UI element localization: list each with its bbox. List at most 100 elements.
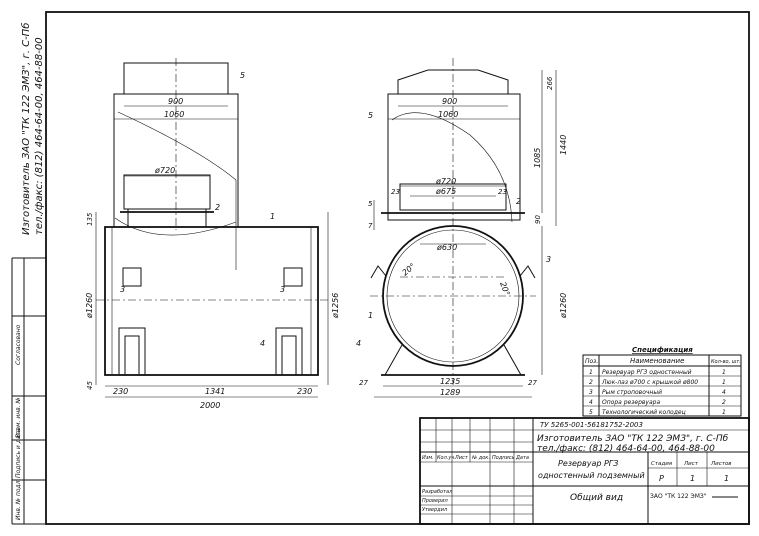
- front-callout: 5: [240, 71, 245, 80]
- spec-row-qty: 2: [722, 399, 726, 406]
- tb-header: Дата: [515, 455, 529, 461]
- side-dim-7: 7: [368, 222, 373, 230]
- tb-product-line1: Резервуар РГЗ: [558, 459, 618, 468]
- spec-col-name: Наименование: [630, 357, 684, 365]
- support-right-front: [275, 327, 303, 376]
- inv-replace-label: Взам. инв. №: [15, 397, 22, 438]
- spec-row-name: Технологический колодец: [602, 409, 686, 416]
- side-dim-1440: 1440: [559, 135, 568, 155]
- side-callout: 2: [516, 197, 521, 206]
- tb-maker-line1: Изготовитель ЗАО "ТК 122 ЭМЗ", г. С-Пб: [537, 434, 729, 444]
- spec-row-pos: 4: [589, 399, 593, 406]
- sheet-frame: [45, 11, 750, 525]
- title-block: ТУ 5265-001-56181752-2003 Изготовитель З…: [419, 417, 750, 525]
- front-dim-1341: 1341: [205, 387, 225, 396]
- tb-header: Подпись: [492, 455, 515, 461]
- front-dim-230-right: 230: [297, 387, 312, 396]
- side-callout: 5: [368, 111, 373, 120]
- side-dim-27-left: 27: [359, 379, 368, 387]
- front-callout: 3: [280, 285, 285, 294]
- spec-title: Спецификация: [632, 346, 693, 354]
- tb-company: ЗАО "ТК 122 ЭМЗ": [650, 493, 707, 500]
- front-dim-2000: 2000: [200, 401, 220, 410]
- tb-stage-label: Стадия: [651, 461, 673, 467]
- spec-row-name: Резервуар РГЗ одностенный: [602, 369, 692, 376]
- tb-sheet-label: Лист: [683, 461, 699, 467]
- tb-role: Проверил: [422, 498, 448, 504]
- side-dim-23-right: 23: [498, 188, 507, 196]
- side-angle-left: 20°: [401, 262, 418, 278]
- side-dim-1289: 1289: [440, 388, 460, 397]
- spec-row-pos: 2: [589, 379, 593, 386]
- front-dim-135: 135: [86, 212, 94, 226]
- tank-body-front: [104, 226, 319, 376]
- well-roof-side: [397, 69, 509, 94]
- side-dim-1060: 1060: [438, 110, 458, 119]
- front-dim-230-left: 230: [113, 387, 128, 396]
- front-view: 900 1060 ø720 135 ø1260 ø1256 45 230 134…: [85, 58, 340, 410]
- side-dim-675: ø675: [435, 187, 456, 196]
- support-side: [384, 344, 522, 376]
- tb-role: Утвердил: [422, 507, 448, 513]
- side-dim-900: 900: [442, 97, 457, 106]
- tb-role: Разработал: [422, 489, 453, 495]
- side-dim-630: ø630: [436, 243, 457, 252]
- front-dim-900: 900: [168, 97, 183, 106]
- tb-header: Лист: [454, 455, 469, 461]
- front-dim-1256: ø1256: [331, 293, 340, 319]
- side-angle-right: 20°: [498, 281, 511, 297]
- spec-row-name: Рым строповочный: [602, 389, 662, 396]
- manufacturer-vertical-line1: Изготовитель ЗАО "ТК 122 ЭМЗ", г. С-Пб: [20, 23, 32, 235]
- front-dim-45: 45: [86, 381, 94, 390]
- spec-row-qty: 1: [722, 379, 726, 386]
- tb-view-name: Общий вид: [570, 493, 623, 503]
- tb-sheets-label: Листов: [710, 461, 732, 467]
- side-callout: 3: [546, 255, 551, 264]
- side-dim-1235: 1235: [440, 377, 460, 386]
- tb-stage: Р: [659, 474, 664, 483]
- tb-sheet: 1: [690, 474, 695, 483]
- tb-product-line2: одностенный подземный: [538, 471, 645, 480]
- spec-row-pos: 5: [589, 409, 593, 416]
- spec-row-pos: 1: [589, 369, 593, 376]
- side-dim-5: 5: [368, 200, 373, 208]
- spec-col-qty: Кол-во, шт.: [711, 359, 741, 365]
- spec-row-name: Опора резервуара: [602, 399, 660, 406]
- support-left-front: [118, 327, 146, 376]
- front-dim-720: ø720: [154, 166, 175, 175]
- hatch-front: [123, 174, 211, 210]
- inv-orig-label: Инв. № подл.: [15, 479, 22, 520]
- approved-label: Согласовано: [15, 324, 22, 365]
- spec-row-qty: 1: [722, 409, 726, 416]
- front-callout: 3: [120, 285, 125, 294]
- side-dim-27-right: 27: [528, 379, 537, 387]
- tb-header: Кол.уч.: [437, 455, 456, 461]
- tb-header: № док.: [471, 455, 490, 461]
- tb-maker-line2: тел./факс: (812) 464-64-00, 464-88-00: [537, 444, 715, 454]
- side-dim-266: 266: [546, 76, 554, 90]
- front-dim-1260: ø1260: [85, 293, 94, 319]
- front-callout: 4: [260, 339, 265, 348]
- front-callout: 1: [270, 212, 275, 221]
- tb-header: Изм.: [422, 455, 434, 461]
- side-dim-1085: 1085: [533, 148, 542, 168]
- spec-col-pos: Поз.: [585, 358, 598, 365]
- side-callout: 1: [368, 311, 373, 320]
- sign-date-label: Подпись и дата: [15, 428, 22, 478]
- left-margin: Согласовано Взам. инв. № Подпись и дата …: [11, 257, 46, 525]
- side-dim-1260: ø1260: [559, 293, 568, 319]
- side-dim-90: 90: [534, 215, 542, 224]
- front-callout: 2: [215, 203, 220, 212]
- spec-row-qty: 1: [722, 369, 726, 376]
- tb-tu: ТУ 5265-001-56181752-2003: [540, 421, 643, 429]
- manufacturer-vertical-line2: тел./факс: (812) 464-64-00, 464-88-00: [34, 37, 45, 235]
- front-dim-1060: 1060: [164, 110, 184, 119]
- side-dim-23-left: 23: [391, 188, 400, 196]
- spec-row-name: Люк-лаз ø700 с крышкой ø800: [601, 379, 698, 386]
- side-dim-720: ø720: [435, 177, 456, 186]
- side-callout: 4: [356, 339, 361, 348]
- tb-sheets: 1: [724, 474, 729, 483]
- side-view: 900 1060 266 1085 1440 ø720 ø675 23 23 ø…: [356, 58, 568, 398]
- spec-row-qty: 4: [722, 389, 726, 396]
